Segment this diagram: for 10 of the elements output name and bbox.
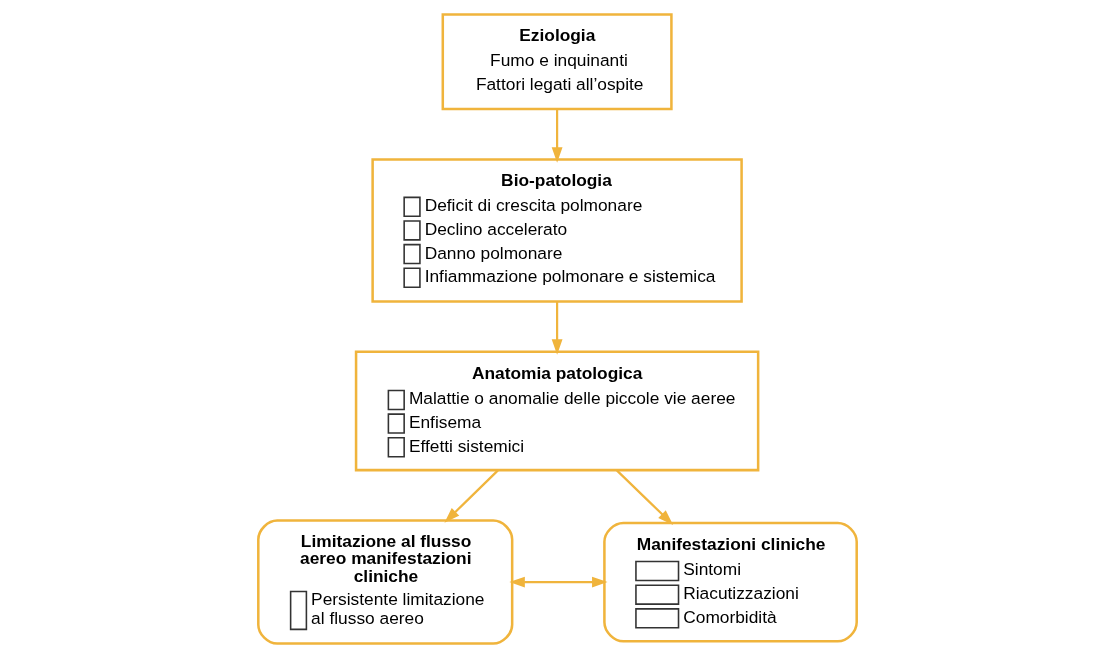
node-box: Eziologia Fumo e inquinanti Fattori legati all’ospite <box>441 13 673 111</box>
arrow <box>616 469 674 525</box>
arrow <box>551 301 563 355</box>
node-box: Anatomia patologica Malattie o anomalie delle piccole vie aeree Enfisema Effetti sistemici <box>354 350 760 472</box>
arrow <box>551 109 563 163</box>
node-box: Limitazione al flusso aereo manifestazioni cliniche Persistente limitazione al flusso aereo <box>257 519 514 645</box>
node-box: Bio-patologia Deficit di crescita polmonare Declino accelerato Danno polmonare Infiammazione polmonare e sistemica <box>371 158 743 303</box>
arrow <box>509 576 608 588</box>
arrow <box>444 469 499 523</box>
node-box: Manifestazioni cliniche Sintomi Riacutizzazioni Comorbidità <box>603 521 858 643</box>
